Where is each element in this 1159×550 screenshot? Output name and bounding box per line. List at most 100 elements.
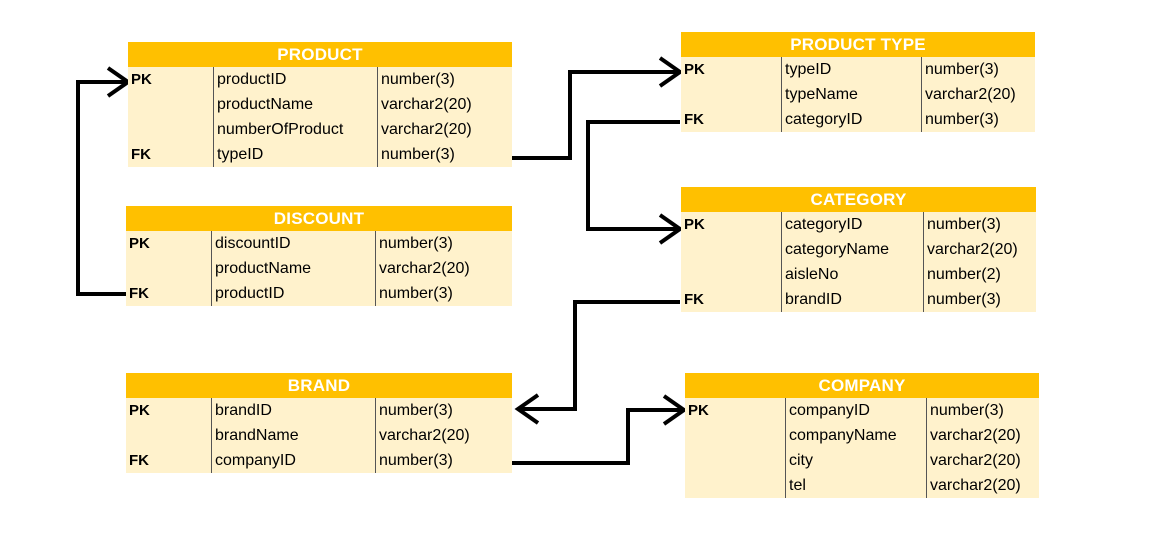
link-discount-product: [76, 80, 128, 296]
key-cell: FK: [129, 452, 149, 469]
link-brand-company: [512, 408, 684, 465]
key-cell: PK: [129, 235, 150, 252]
table-row: PK productID number(3): [128, 67, 512, 92]
column-type: number(3): [926, 398, 1039, 423]
table-company: COMPANY PK companyID number(3) companyNa…: [685, 373, 1039, 498]
table-row: PK categoryID number(3): [681, 212, 1036, 237]
column-type: number(3): [921, 57, 1035, 82]
key-cell: PK: [688, 402, 709, 419]
column-name: companyID: [211, 448, 375, 473]
key-cell: [685, 423, 785, 448]
link-category-brand: [518, 300, 680, 411]
table-row: PK companyID number(3): [685, 398, 1039, 423]
column-type: varchar2(20): [926, 473, 1039, 498]
table-category: CATEGORY PK categoryID number(3) categor…: [681, 187, 1036, 312]
table-row: productName varchar2(20): [126, 256, 512, 281]
key-cell: [128, 92, 213, 117]
column-type: number(3): [377, 142, 512, 167]
table-row: typeName varchar2(20): [681, 82, 1035, 107]
key-cell: [685, 448, 785, 473]
column-type: varchar2(20): [923, 237, 1036, 262]
table-row: city varchar2(20): [685, 448, 1039, 473]
column-name: categoryID: [781, 107, 921, 132]
table-product: PRODUCT PK productID number(3) productNa…: [128, 42, 512, 167]
table-row: PK typeID number(3): [681, 57, 1035, 82]
column-name: productName: [211, 256, 375, 281]
column-name: brandID: [211, 398, 375, 423]
key-cell: [681, 262, 781, 287]
column-name: city: [785, 448, 926, 473]
column-type: number(3): [375, 231, 512, 256]
table-title: COMPANY: [685, 373, 1039, 398]
column-name: brandID: [781, 287, 923, 312]
table-title: BRAND: [126, 373, 512, 398]
key-cell: FK: [129, 285, 149, 302]
table-title: PRODUCT TYPE: [681, 32, 1035, 57]
table-row: FK companyID number(3): [126, 448, 512, 473]
table-row: FK categoryID number(3): [681, 107, 1035, 132]
arrowhead-category-pk: [658, 213, 684, 245]
column-name: companyName: [785, 423, 926, 448]
column-type: varchar2(20): [377, 92, 512, 117]
table-title: PRODUCT: [128, 42, 512, 67]
column-type: varchar2(20): [926, 423, 1039, 448]
column-name: typeName: [781, 82, 921, 107]
column-type: number(3): [923, 212, 1036, 237]
table-title: DISCOUNT: [126, 206, 512, 231]
table-row: categoryName varchar2(20): [681, 237, 1036, 262]
arrowhead-company-pk: [662, 394, 688, 426]
column-type: number(2): [923, 262, 1036, 287]
column-type: number(3): [375, 281, 512, 306]
key-cell: [126, 423, 211, 448]
column-type: varchar2(20): [375, 423, 512, 448]
column-name: productName: [213, 92, 377, 117]
column-name: aisleNo: [781, 262, 923, 287]
key-cell: PK: [131, 71, 152, 88]
table-row: brandName varchar2(20): [126, 423, 512, 448]
column-name: companyID: [785, 398, 926, 423]
key-cell: [681, 237, 781, 262]
key-cell: PK: [684, 61, 705, 78]
table-row: PK brandID number(3): [126, 398, 512, 423]
table-brand: BRAND PK brandID number(3) brandName var…: [126, 373, 512, 473]
column-type: number(3): [921, 107, 1035, 132]
table-row: numberOfProduct varchar2(20): [128, 117, 512, 142]
key-cell: [681, 82, 781, 107]
key-cell: PK: [129, 402, 150, 419]
column-type: varchar2(20): [921, 82, 1035, 107]
column-type: varchar2(20): [377, 117, 512, 142]
table-row: tel varchar2(20): [685, 473, 1039, 498]
column-name: discountID: [211, 231, 375, 256]
table-row: FK productID number(3): [126, 281, 512, 306]
key-cell: PK: [684, 216, 705, 233]
column-type: number(3): [923, 287, 1036, 312]
column-name: categoryID: [781, 212, 923, 237]
key-cell: FK: [684, 291, 704, 308]
key-cell: [685, 473, 785, 498]
table-product-type: PRODUCT TYPE PK typeID number(3) typeNam…: [681, 32, 1035, 132]
column-type: number(3): [377, 67, 512, 92]
column-name: typeID: [213, 142, 377, 167]
table-row: productName varchar2(20): [128, 92, 512, 117]
table-row: aisleNo number(2): [681, 262, 1036, 287]
key-cell: [126, 256, 211, 281]
table-row: FK typeID number(3): [128, 142, 512, 167]
column-name: tel: [785, 473, 926, 498]
column-name: productID: [211, 281, 375, 306]
link-producttype-category: [586, 120, 680, 231]
column-type: number(3): [375, 448, 512, 473]
key-cell: [128, 117, 213, 142]
table-row: FK brandID number(3): [681, 287, 1036, 312]
key-cell: FK: [684, 111, 704, 128]
column-type: varchar2(20): [926, 448, 1039, 473]
column-name: brandName: [211, 423, 375, 448]
table-row: companyName varchar2(20): [685, 423, 1039, 448]
column-name: numberOfProduct: [213, 117, 377, 142]
table-discount: DISCOUNT PK discountID number(3) product…: [126, 206, 512, 306]
column-type: varchar2(20): [375, 256, 512, 281]
table-title: CATEGORY: [681, 187, 1036, 212]
column-name: productID: [213, 67, 377, 92]
link-product-producttype: [512, 70, 680, 160]
arrowhead-brand: [514, 393, 540, 425]
